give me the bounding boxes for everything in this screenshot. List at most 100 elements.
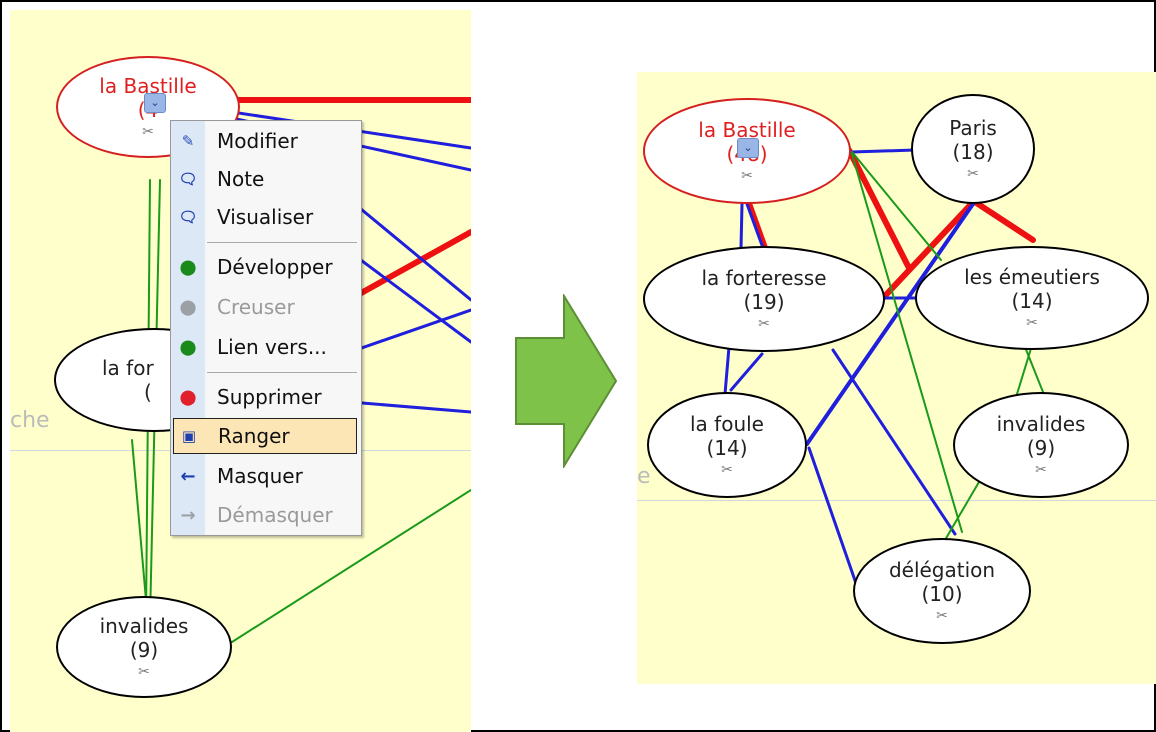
menu-item-creuser[interactable]: ⬤ Creuser	[173, 289, 357, 325]
paperclip-icon[interactable]: ✂	[967, 166, 979, 182]
menu-item-ranger[interactable]: ▣ Ranger	[173, 418, 357, 454]
link-line	[745, 202, 765, 250]
node-invalides[interactable]: invalides (9) ✂	[953, 392, 1129, 498]
chevron-down-icon[interactable]: ⌄	[737, 138, 759, 158]
node-count: (14)	[706, 436, 748, 460]
node-name: les émeutiers	[964, 265, 1100, 289]
menu-item-demasquer[interactable]: → Démasquer	[173, 497, 357, 533]
node-paris[interactable]: Paris (18) ✂	[911, 94, 1035, 204]
minus-circle-icon: ⬤	[179, 388, 197, 406]
node-name: Paris	[949, 116, 997, 140]
graph-canvas-after[interactable]: e la Bastille (48) ✂ ⌄ Paris	[637, 72, 1156, 684]
menu-separator	[207, 242, 357, 243]
link-line	[807, 446, 861, 594]
link-line	[846, 147, 912, 271]
menu-icon-gutter	[171, 121, 205, 535]
node-delegation[interactable]: délégation (10) ✂	[853, 538, 1031, 644]
paperclip-icon[interactable]: ✂	[758, 316, 770, 332]
link-line	[746, 199, 770, 255]
link-line	[972, 199, 1036, 243]
node-la-forteresse[interactable]: la forteresse (19) ✂	[643, 246, 885, 352]
paperclip-icon[interactable]: ✂	[1026, 315, 1038, 331]
link-line	[851, 153, 963, 533]
node-count: (	[144, 380, 152, 404]
menu-item-masquer[interactable]: ← Masquer	[173, 458, 357, 494]
cut-label: e	[637, 464, 651, 489]
node-name: la forteresse	[701, 266, 827, 290]
link-line	[850, 148, 917, 154]
link-line	[805, 202, 975, 446]
node-count: (14)	[1011, 289, 1053, 313]
link-line	[723, 345, 731, 396]
plus-circle-icon: ⬤	[179, 338, 197, 356]
menu-separator	[207, 372, 357, 373]
link-line	[880, 197, 978, 301]
link-lines	[723, 147, 1044, 594]
menu-item-visualiser[interactable]: 🗨︎ Visualiser	[173, 199, 357, 235]
link-line	[831, 348, 957, 536]
menu-item-note[interactable]: 🗨︎ Note	[173, 161, 357, 197]
paperclip-icon[interactable]: ✂	[721, 462, 733, 478]
link-line	[348, 308, 471, 354]
menu-item-label: Creuser	[217, 295, 295, 319]
paperclip-icon[interactable]: ✂	[142, 124, 154, 140]
node-la-foule[interactable]: la foule (14) ✂	[647, 392, 807, 498]
speech-bubble-icon: 🗨︎	[178, 170, 198, 188]
menu-item-label: Masquer	[217, 464, 303, 488]
menu-item-supprimer[interactable]: ⬤ Supprimer	[173, 379, 357, 415]
node-name: délégation	[888, 558, 996, 582]
node-name: invalides	[99, 614, 189, 638]
paperclip-icon[interactable]: ✂	[138, 664, 150, 680]
link-line	[348, 198, 471, 302]
node-count: (10)	[921, 582, 963, 606]
node-invalides[interactable]: invalides (9) ✂	[56, 596, 232, 698]
node-context-menu: ✎ Modifier 🗨︎ Note 🗨︎ Visualiser ⬤ Dével…	[170, 120, 362, 536]
link-line	[348, 250, 471, 344]
link-line	[342, 229, 471, 305]
node-name: la foule	[690, 412, 764, 436]
link-line	[739, 202, 744, 250]
link-line	[944, 481, 980, 541]
node-name: invalides	[996, 412, 1086, 436]
menu-item-label: Supprimer	[217, 385, 322, 409]
right-arrow-icon	[515, 294, 618, 468]
menu-item-label: Ranger	[218, 424, 290, 448]
paperclip-icon[interactable]: ✂	[741, 168, 753, 184]
link-line	[1016, 341, 1034, 395]
link-line	[729, 352, 764, 392]
arrow-left-icon: ←	[180, 465, 196, 487]
graph-canvas-before[interactable]: che la Bastille (4 ✂ ⌄ la for ( invalide…	[10, 10, 471, 732]
link-line	[348, 400, 471, 414]
link-line	[851, 151, 942, 261]
paperclip-icon[interactable]: ✂	[936, 608, 948, 624]
node-count: (19)	[743, 290, 785, 314]
node-name: la for	[102, 356, 154, 380]
pencil-icon: ✎	[181, 132, 195, 150]
paperclip-icon[interactable]: ✂	[1035, 462, 1047, 478]
link-line	[1022, 341, 1044, 393]
plus-circle-icon: ⬤	[179, 258, 197, 276]
node-count: (9)	[1026, 436, 1056, 460]
menu-item-label: Note	[217, 167, 265, 191]
node-count: (18)	[952, 140, 994, 164]
menu-item-label: Lien vers...	[217, 335, 327, 359]
menu-item-label: Développer	[217, 255, 333, 279]
cut-label: che	[10, 408, 50, 433]
menu-item-label: Modifier	[217, 129, 298, 153]
link-line	[231, 489, 471, 643]
dig-icon: ⬤	[179, 298, 197, 316]
menu-item-lien-vers[interactable]: ⬤ Lien vers...	[173, 329, 357, 365]
node-count: (9)	[129, 638, 159, 662]
link-line	[131, 439, 147, 601]
divider-line	[637, 500, 1156, 501]
menu-item-label: Démasquer	[217, 503, 333, 527]
speech-bubble-icon: 🗨︎	[178, 208, 198, 226]
node-les-emeutiers[interactable]: les émeutiers (14) ✂	[915, 246, 1149, 350]
chevron-down-icon[interactable]: ⌄	[144, 93, 166, 113]
link-lines	[131, 97, 471, 643]
menu-item-modifier[interactable]: ✎ Modifier	[173, 123, 357, 159]
arrow-right-icon: →	[180, 504, 196, 526]
menu-item-label: Visualiser	[217, 205, 314, 229]
menu-item-developper[interactable]: ⬤ Développer	[173, 249, 357, 285]
arrange-icon: ▣	[181, 427, 197, 445]
